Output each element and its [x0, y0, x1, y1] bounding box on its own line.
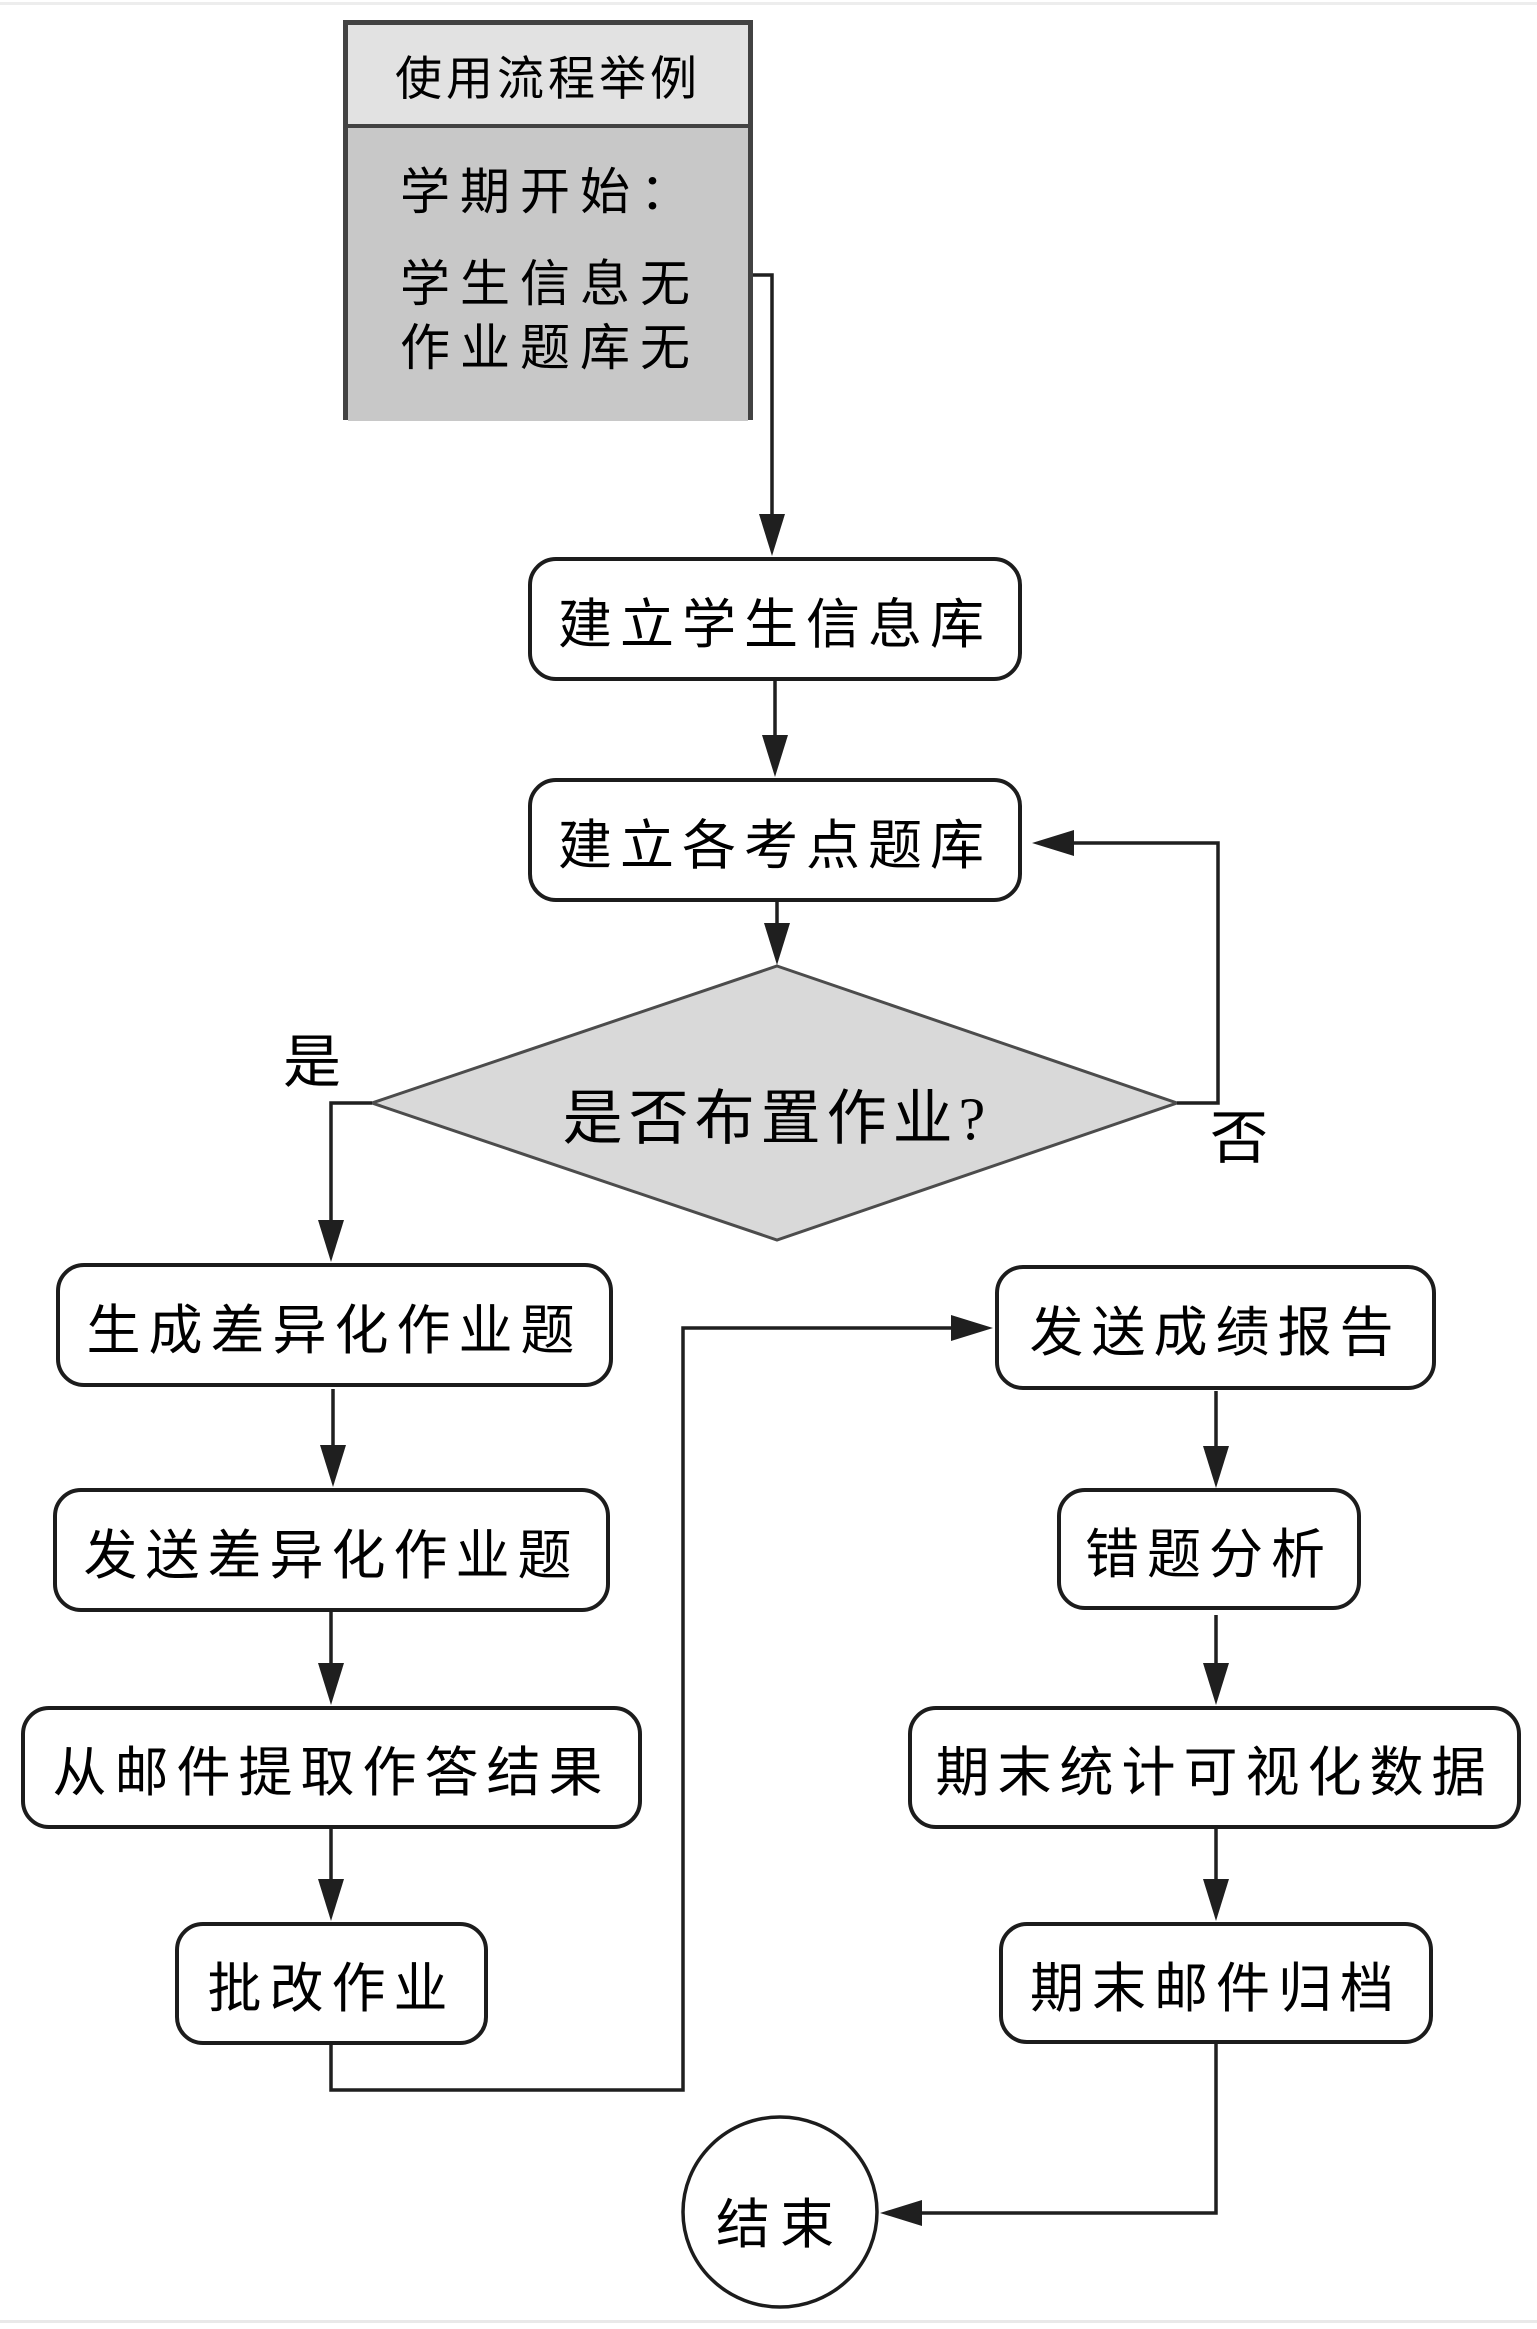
node-build-topic-bank: 建立各考点题库 [528, 778, 1022, 902]
arrowhead-into-extract [318, 1663, 344, 1705]
edge-no-to-topic-bank [1041, 841, 1220, 1105]
arrowhead-into-topic-bank [762, 735, 788, 777]
arrowhead-into-generate [318, 1220, 344, 1262]
edge-grade-to-send-report [329, 1326, 984, 2092]
edge-label-yes: 是 [283, 1030, 342, 1095]
node-term-end-visualization: 期末统计可视化数据 [908, 1706, 1521, 1829]
start-box-body: 学期开始： 学生信息无 作业题库无 [348, 128, 748, 421]
start-box-title: 使用流程举例 [348, 25, 748, 128]
start-box-line-2: 学生信息无 [400, 256, 700, 312]
scan-artifact-top [0, 2, 1537, 5]
start-box-line-1: 学期开始： [400, 164, 700, 220]
node-wrong-question-analysis: 错题分析 [1057, 1488, 1361, 1610]
scan-artifact-bottom [0, 2320, 1537, 2323]
end-label: 结束 [716, 2195, 844, 2255]
end-circle-shape [681, 2115, 879, 2309]
node-send-score-report: 发送成绩报告 [995, 1265, 1436, 1390]
start-box-line-3: 作业题库无 [400, 320, 700, 376]
node-grade-homework: 批改作业 [175, 1922, 488, 2045]
arrowhead-into-student-db [759, 514, 785, 556]
edge-label-no: 否 [1210, 1106, 1269, 1171]
decision-diamond-shape [367, 964, 1182, 1242]
arrowhead-into-stats [1203, 1663, 1229, 1705]
arrowhead-into-end [880, 2200, 922, 2226]
edge-archive-to-end [889, 2044, 1218, 2215]
decision-label: 是否布置作业? [562, 1086, 992, 1152]
arrowhead-into-send-homework [320, 1445, 346, 1487]
node-build-student-db: 建立学生信息库 [528, 557, 1022, 681]
node-term-end-email-archive: 期末邮件归档 [999, 1922, 1433, 2044]
start-box: 使用流程举例 学期开始： 学生信息无 作业题库无 [343, 20, 753, 421]
arrowhead-into-decision [764, 923, 790, 965]
node-send-differentiated-homework: 发送差异化作业题 [53, 1488, 610, 1612]
arrowhead-into-analysis [1203, 1446, 1229, 1488]
edge-yes-to-generate [329, 1101, 372, 1253]
arrowhead-into-send-report [951, 1315, 993, 1341]
node-extract-results-from-email: 从邮件提取作答结果 [21, 1706, 642, 1829]
edge-start-to-student-db [753, 273, 774, 547]
node-generate-differentiated-homework: 生成差异化作业题 [56, 1263, 613, 1387]
arrowhead-into-grade [318, 1879, 344, 1921]
arrowhead-into-archive [1203, 1879, 1229, 1921]
arrowhead-no-into-topic-bank [1032, 830, 1074, 856]
